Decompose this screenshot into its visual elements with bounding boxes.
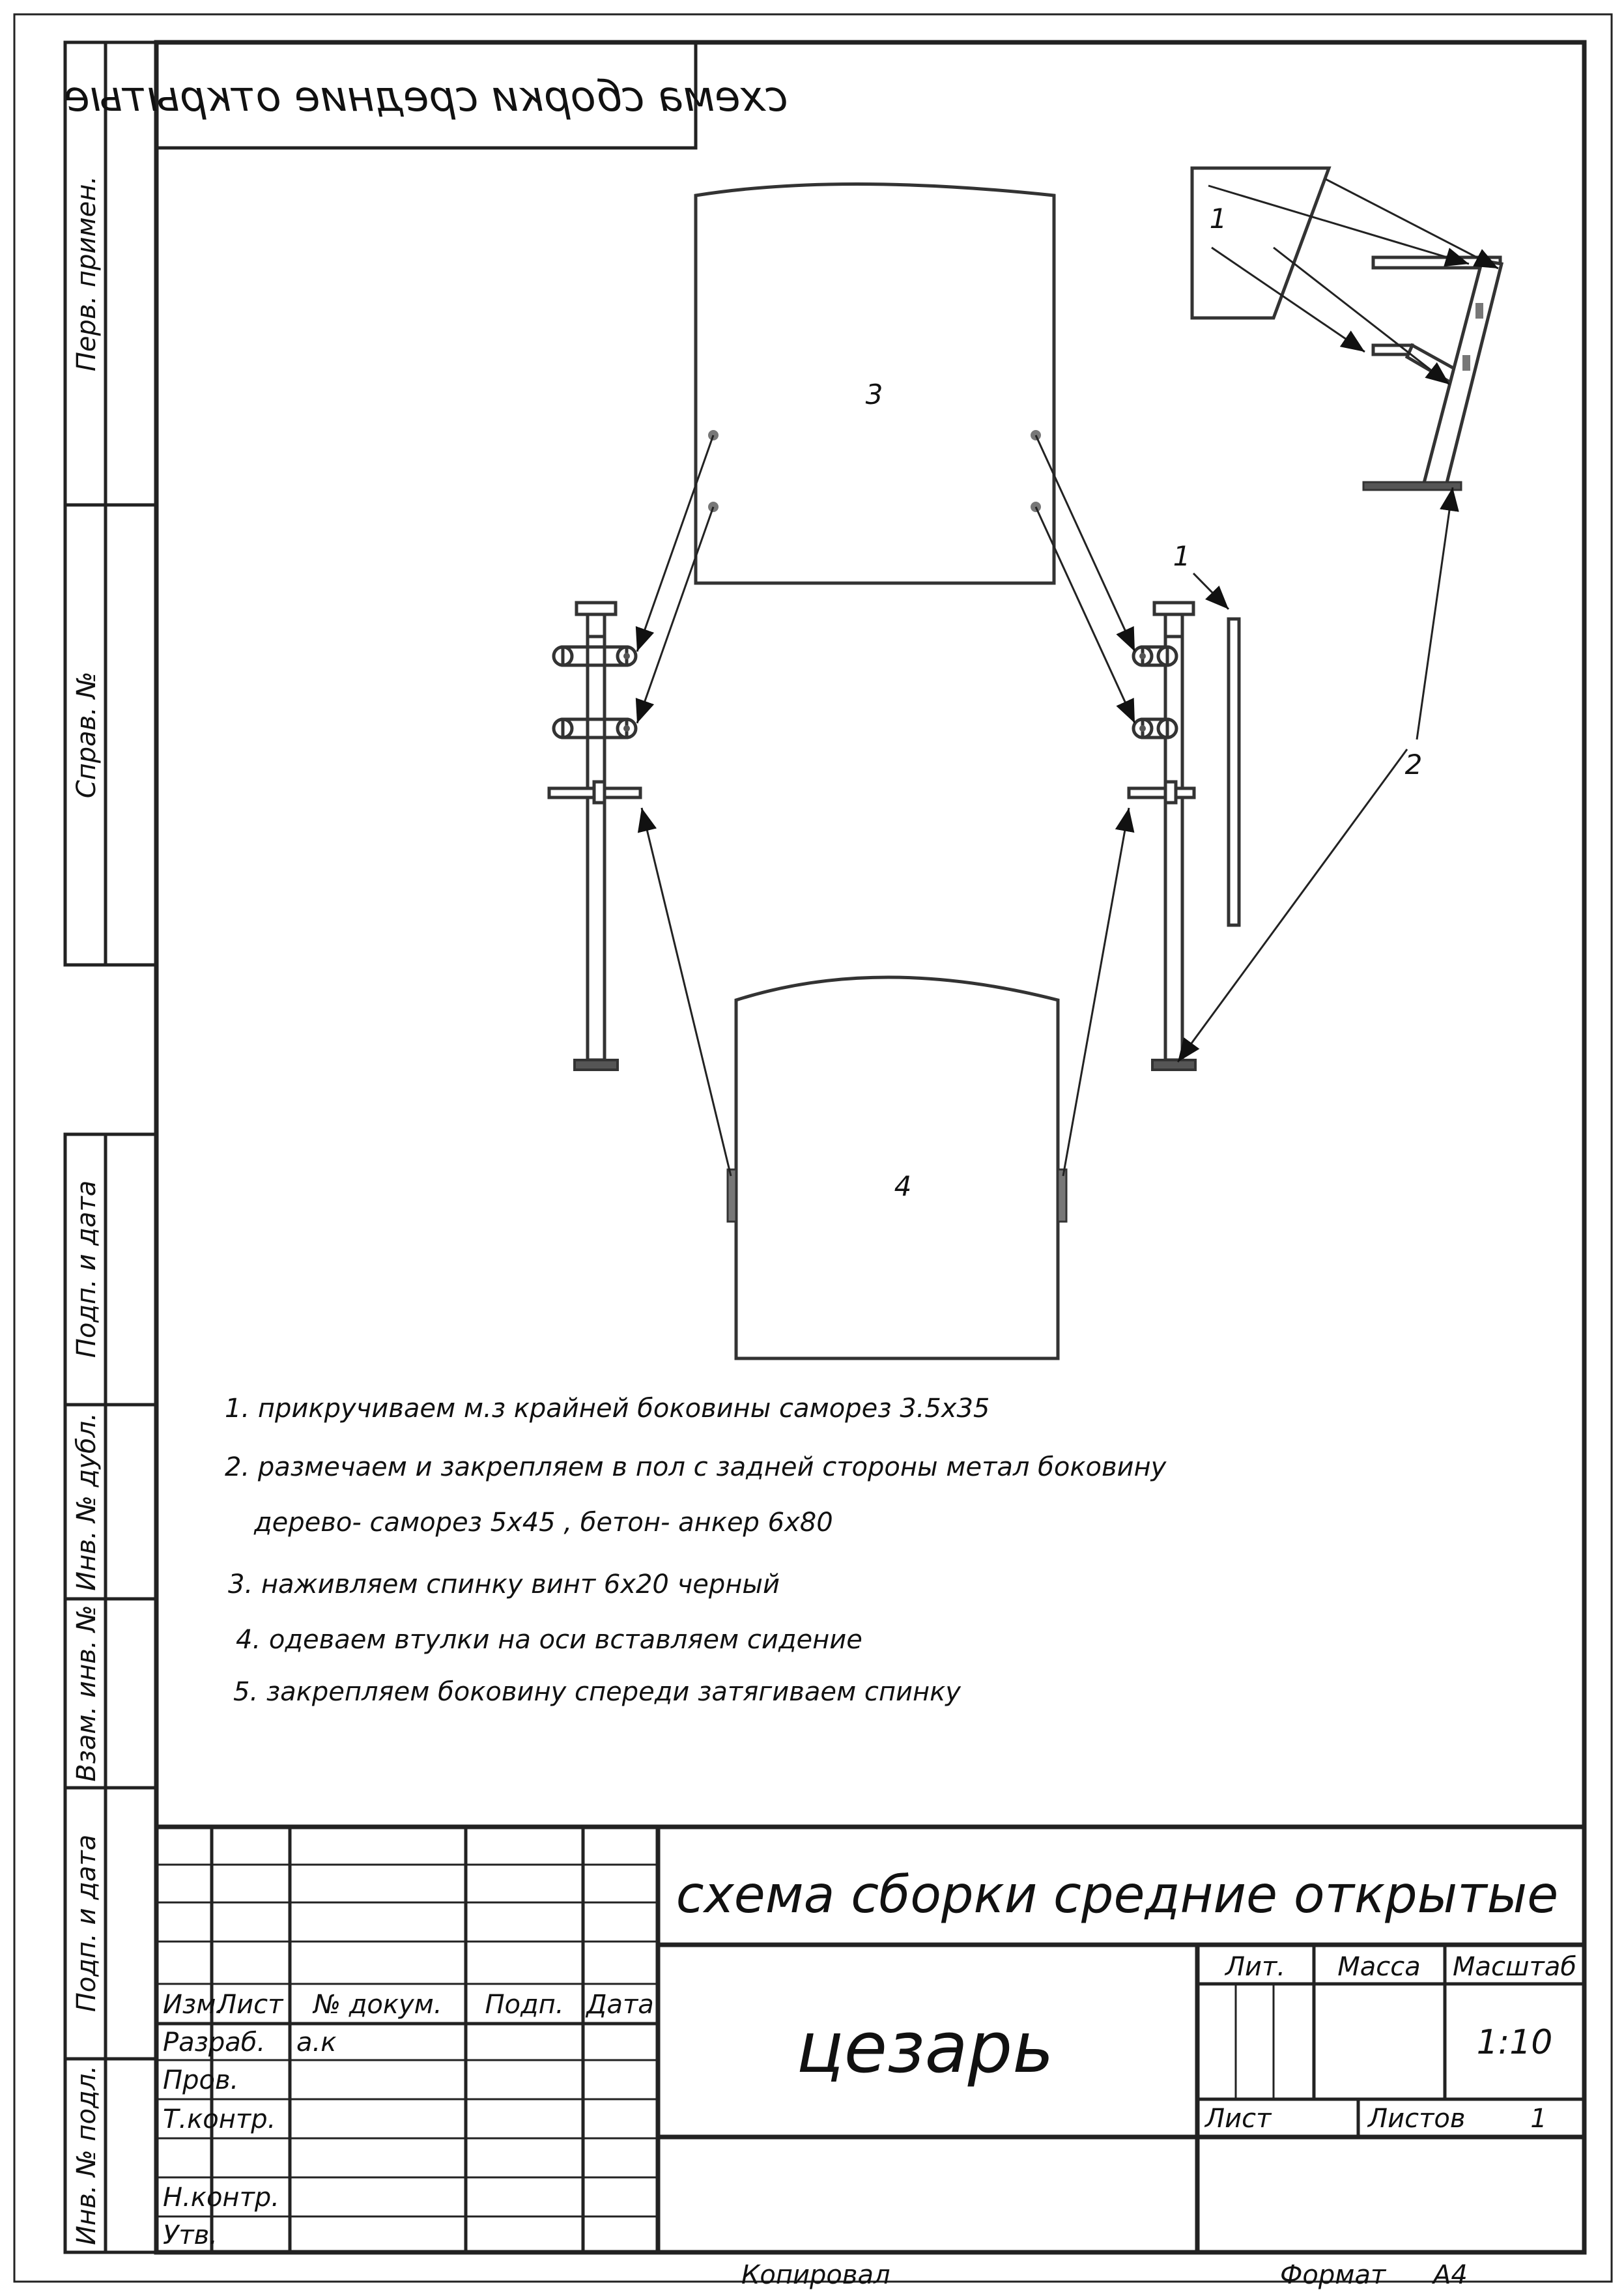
tb-listov-label: Листов	[1367, 2104, 1465, 2134]
callout-1-side-panel: 1	[1173, 540, 1191, 572]
tb-role-prov: Пров.	[163, 2065, 238, 2095]
side-label-inv-podl: Инв. № подл.	[72, 2065, 102, 2245]
instruction-2-continued: дерево- саморез 5х45 , бетон- анкер 6х80	[253, 1508, 833, 1538]
footer-format-label: Формат	[1280, 2260, 1387, 2290]
instruction-4: 4. одеваем втулки на оси вставляем сиден…	[236, 1625, 862, 1655]
seat-bushing-left	[726, 1168, 737, 1223]
leader-1-side-panel	[1192, 572, 1230, 610]
right-side-frame	[1127, 601, 1197, 1071]
side-label-perv-primen: Перв. примен.	[72, 176, 102, 371]
side-label-podp-data-2: Подп. и дата	[72, 1835, 102, 2012]
mirrored-header-text: схема сборки средние открытые	[64, 73, 788, 121]
tb-list-label: Лист	[1204, 2104, 1272, 2134]
tb-role-nkontr: Н.контр.	[163, 2183, 279, 2213]
wooden-side-panel	[1227, 617, 1241, 927]
callout-part-4: 4	[894, 1170, 912, 1202]
tb-lit-label: Лит.	[1224, 1952, 1285, 1982]
side-label-vzam-inv: Взам. инв. №	[72, 1605, 102, 1782]
tb-role-utv: Утв.	[163, 2220, 218, 2250]
part-4-seat-panel	[734, 975, 1060, 1360]
tb-product-name: цезарь	[796, 2007, 1054, 2089]
left-side-frame	[547, 601, 642, 1071]
side-label-sprav-no: Справ. №	[72, 672, 102, 799]
assembly-arrows	[635, 435, 1136, 1177]
instruction-3: 3. наживляем спинку винт 6х20 черный	[228, 1570, 780, 1599]
sheet-trim-border	[13, 13, 1613, 2283]
tb-header-podp: Подп.	[485, 1990, 563, 2020]
tb-document-title: схема сборки средние открытые	[676, 1866, 1558, 1925]
tb-listov-value: 1	[1530, 2104, 1546, 2134]
leader-2-lower	[1176, 749, 1408, 1063]
instruction-1: 1. прикручиваем м.з крайней боковины сам…	[225, 1394, 990, 1424]
callout-2: 2	[1405, 749, 1423, 781]
callout-1-detail: 1	[1210, 203, 1227, 235]
callout-part-3: 3	[866, 379, 883, 410]
tb-role-tkontr: Т.контр.	[163, 2104, 276, 2134]
part-3-back-panel	[694, 182, 1056, 585]
tb-massa-label: Масса	[1337, 1952, 1421, 1982]
tb-header-izm: Изм.	[163, 1990, 224, 2020]
tb-developer-name: а.к	[296, 2028, 336, 2057]
tb-header-list: Лист	[216, 1990, 284, 2020]
left-margin-strips	[63, 40, 158, 2254]
instruction-5: 5. закрепляем боковину спереди затягивае…	[233, 1677, 962, 1707]
tb-masshtab-label: Масштаб	[1453, 1952, 1576, 1982]
instruction-2: 2. размечаем и закрепляем в пол с задней…	[225, 1452, 1167, 1482]
footer-copied-label: Копировал	[741, 2260, 890, 2290]
tb-header-data: Дата	[585, 1990, 654, 2020]
leader-2-upper	[1416, 487, 1459, 740]
footer-format-value: А4	[1431, 2260, 1468, 2290]
title-block-grid	[156, 1824, 1584, 2252]
detail-arrows	[1208, 178, 1499, 386]
side-detail-view	[1190, 166, 1504, 491]
side-label-inv-dubl: Инв. № дубл.	[72, 1412, 102, 1591]
side-label-podp-data-1: Подп. и дата	[72, 1181, 102, 1358]
tb-role-razrab: Разраб.	[163, 2028, 265, 2057]
mirrored-header-box	[154, 40, 698, 150]
seat-bushing-right	[1057, 1168, 1068, 1223]
tb-header-dokum: № докум.	[312, 1990, 442, 2020]
tb-scale-value: 1:10	[1477, 2023, 1553, 2062]
